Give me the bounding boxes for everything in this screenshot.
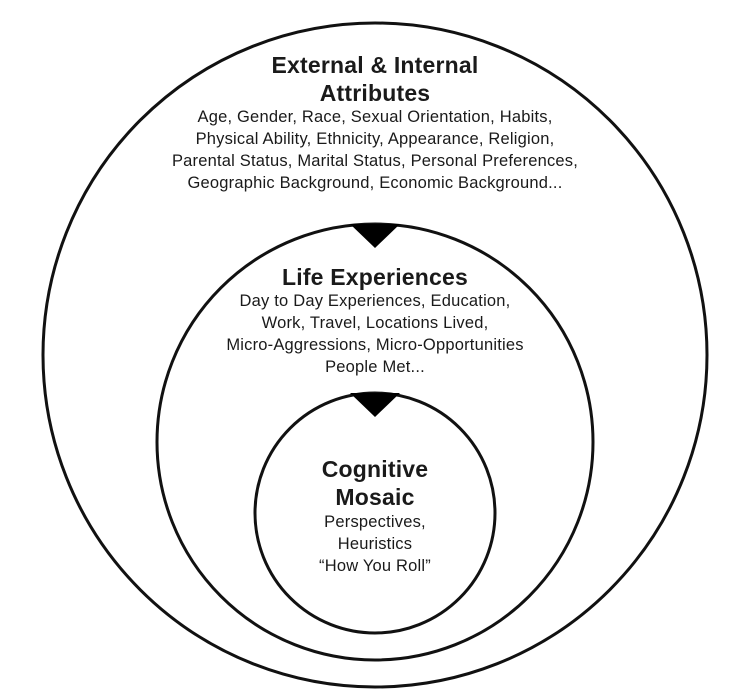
inner-desc-line-1: Perspectives, bbox=[324, 513, 426, 531]
inner-title-line-1: Cognitive bbox=[321, 456, 429, 482]
middle-desc-line-3: Micro-Aggressions, Micro-Opportunities bbox=[226, 336, 524, 354]
inner-description: Perspectives, Heuristics “How You Roll” bbox=[0, 511, 750, 577]
outer-desc-line-2: Physical Ability, Ethnicity, Appearance,… bbox=[195, 130, 555, 148]
inner-desc-line-2: Heuristics bbox=[337, 535, 413, 553]
middle-desc-line-2: Work, Travel, Locations Lived, bbox=[261, 314, 489, 332]
outer-title: External & Internal Attributes bbox=[0, 51, 750, 107]
middle-title: Life Experiences bbox=[0, 263, 750, 291]
outer-description: Age, Gender, Race, Sexual Orientation, H… bbox=[0, 106, 750, 194]
middle-to-inner-arrow bbox=[350, 393, 400, 417]
outer-title-line-2: Attributes bbox=[319, 80, 431, 106]
middle-desc-line-1: Day to Day Experiences, Education, bbox=[239, 292, 511, 310]
inner-desc-line-3: “How You Roll” bbox=[319, 557, 431, 575]
outer-desc-line-1: Age, Gender, Race, Sexual Orientation, H… bbox=[197, 108, 553, 126]
outer-circle bbox=[41, 21, 709, 689]
inner-title: Cognitive Mosaic bbox=[0, 455, 750, 511]
outer-to-middle-arrow bbox=[350, 224, 400, 248]
inner-title-line-2: Mosaic bbox=[335, 484, 415, 510]
middle-title-line-1: Life Experiences bbox=[281, 264, 468, 290]
outer-title-line-1: External & Internal bbox=[271, 52, 479, 78]
outer-desc-line-4: Geographic Background, Economic Backgrou… bbox=[187, 174, 563, 192]
outer-desc-line-3: Parental Status, Marital Status, Persona… bbox=[171, 152, 579, 170]
middle-desc-line-4: People Met... bbox=[325, 358, 425, 376]
middle-description: Day to Day Experiences, Education, Work,… bbox=[0, 290, 750, 378]
